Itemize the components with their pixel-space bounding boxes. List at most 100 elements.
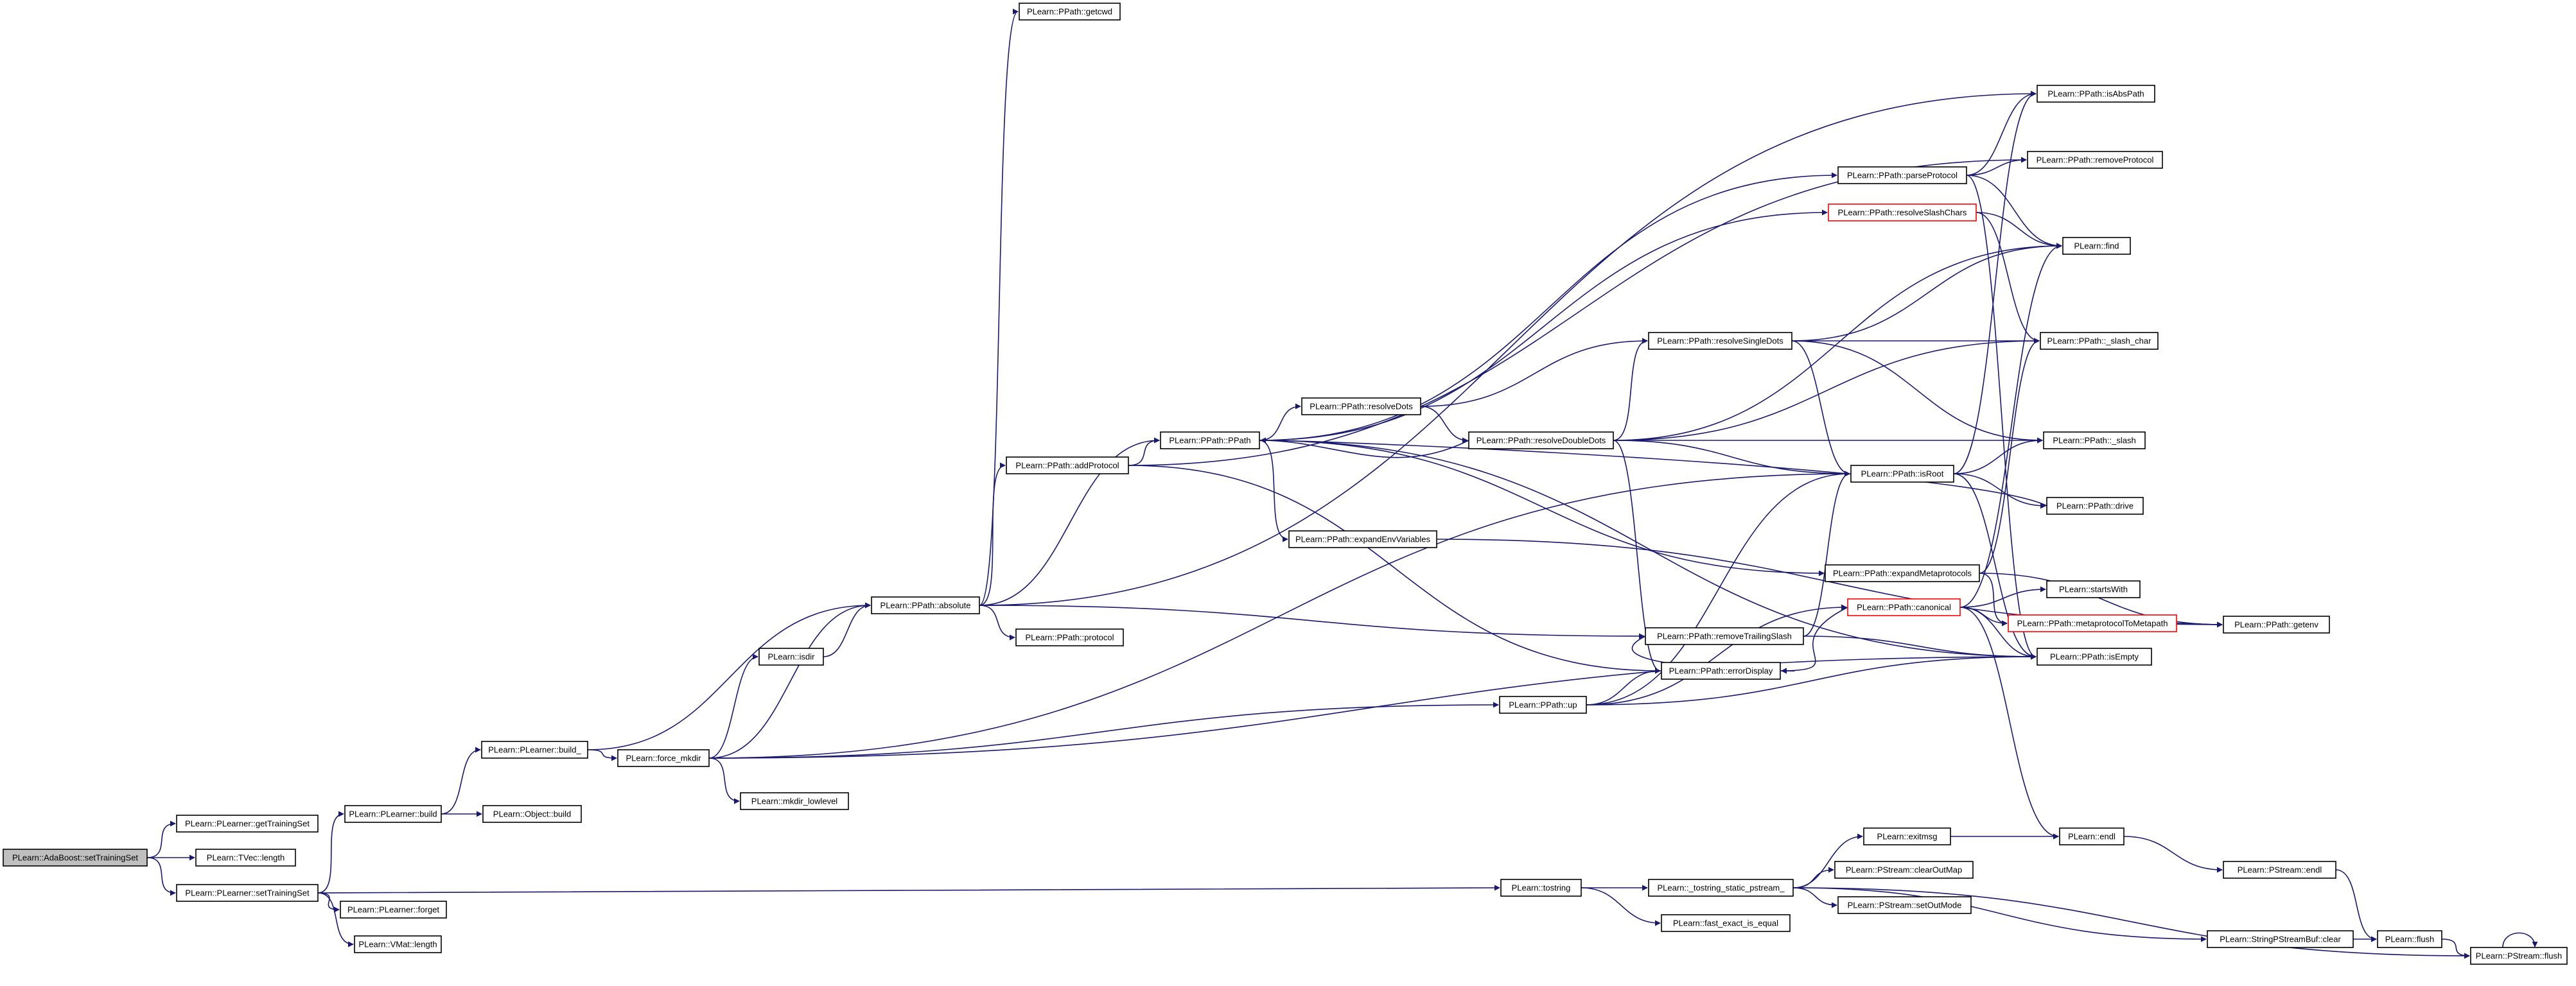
call-edge [2335, 869, 2377, 942]
call-edge [1128, 437, 1160, 466]
node-box [1837, 166, 1967, 184]
node-label: PLearn::VMat::length [358, 940, 437, 949]
node-label: PLearn::PPath::resolveSlashChars [1838, 208, 1967, 218]
node-ppath-addprotocol[interactable]: PLearn::PPath::addProtocol [1006, 456, 1129, 474]
node-ppath-resolveslashchars[interactable]: PLearn::PPath::resolveSlashChars [1828, 203, 1977, 221]
node-ppath-resolvedots[interactable]: PLearn::PPath::resolveDots [1301, 397, 1421, 415]
node-label: PLearn::PPath::parseProtocol [1847, 171, 1958, 180]
node-plearner-settrainingset[interactable]: PLearn::PLearner::setTrainingSet [176, 884, 319, 902]
node-startswith[interactable]: PLearn::startsWith [2046, 580, 2141, 598]
node-label: PLearn::fast_exact_is_equal [1673, 919, 1778, 928]
node-ppath-expandmetaprotocols[interactable]: PLearn::PPath::expandMetaprotocols [1825, 564, 1980, 582]
node-isdir[interactable]: PLearn::isdir [758, 648, 824, 666]
node-box [340, 901, 447, 919]
node-adaboost-settrainingset[interactable]: PLearn::AdaBoost::setTrainingSet [3, 849, 148, 867]
node-ppath-up[interactable]: PLearn::PPath::up [1499, 696, 1587, 714]
call-edge [1420, 338, 1648, 407]
node-plearner-build[interactable]: PLearn::PLearner::build [344, 805, 442, 823]
node-tostring[interactable]: PLearn::tostring [1500, 879, 1582, 897]
node-ppath-ppath[interactable]: PLearn::PPath::PPath [1160, 431, 1260, 449]
node-vmat-length[interactable]: PLearn::VMat::length [354, 935, 442, 953]
node-ppath-errordisplay[interactable]: PLearn::PPath::errorDisplay [1661, 662, 1781, 680]
node-label: PLearn::find [2074, 241, 2119, 251]
node-label: PLearn::flush [2385, 935, 2435, 944]
node-tostring-static-pstream[interactable]: PLearn::_tostring_static_pstream_ [1648, 879, 1794, 897]
node-pstream-flush[interactable]: PLearn::PStream::flush [2470, 947, 2568, 965]
call-edge [708, 471, 1850, 759]
node-ppath-slash-char[interactable]: PLearn::PPath::_slash_char [2040, 332, 2159, 350]
node-ppath-isabspath[interactable]: PLearn::PPath::isAbsPath [2037, 85, 2155, 103]
node-box [2027, 151, 2163, 169]
node-ppath-getenv[interactable]: PLearn::PPath::getenv [2223, 616, 2330, 634]
call-edge [1791, 340, 1850, 477]
node-plearner-build-[interactable]: PLearn::PLearner::build_ [481, 741, 588, 759]
node-ppath-expandenvvariables[interactable]: PLearn::PPath::expandEnvVariables [1288, 530, 1437, 548]
call-edge [1259, 440, 2037, 660]
node-ppath-removetrailingslash[interactable]: PLearn::PPath::removeTrailingSlash [1645, 627, 1804, 645]
call-edge [1953, 91, 2037, 474]
call-edge [1792, 887, 2470, 959]
call-edge [587, 602, 871, 750]
node-flush[interactable]: PLearn::flush [2377, 930, 2442, 948]
call-edge [1976, 212, 2040, 344]
node-pstream-setoutmode[interactable]: PLearn::PStream::setOutMode [1837, 896, 1972, 914]
node-ppath-canonical[interactable]: PLearn::PPath::canonical [1847, 598, 1961, 616]
node-plearner-forget[interactable]: PLearn::PLearner::forget [340, 901, 447, 919]
node-box [2046, 497, 2144, 515]
node-fast-exact-is-equal[interactable]: PLearn::fast_exact_is_equal [1661, 914, 1791, 932]
call-edge [317, 885, 1500, 894]
node-pstream-clearoutmap[interactable]: PLearn::PStream::clearOutMap [1834, 861, 1974, 879]
node-box [617, 749, 710, 767]
node-label: PLearn::PPath::_slash_char [2047, 336, 2152, 346]
node-box [740, 792, 849, 810]
call-edge [1260, 437, 1469, 458]
node-ppath-removeprotocol[interactable]: PLearn::PPath::removeProtocol [2027, 151, 2163, 169]
node-ppath-protocol[interactable]: PLearn::PPath::protocol [1015, 628, 1124, 646]
node-exitmsg[interactable]: PLearn::exitmsg [1863, 827, 1951, 845]
node-ppath-drive[interactable]: PLearn::PPath::drive [2046, 497, 2144, 515]
call-edge [1259, 440, 1825, 576]
node-tvec-length[interactable]: PLearn::TVec::length [195, 849, 296, 867]
node-ppath-slash[interactable]: PLearn::PPath::_slash [2043, 431, 2146, 449]
node-ppath-resolvesingledots[interactable]: PLearn::PPath::resolveSingleDots [1648, 332, 1792, 350]
call-edge [1259, 403, 1301, 441]
call-edge [1959, 243, 2062, 608]
node-label: PLearn::PStream::endl [2238, 865, 2322, 875]
node-object-build[interactable]: PLearn::Object::build [482, 805, 582, 823]
node-box [1019, 3, 1121, 21]
node-plearner-gettrainingset[interactable]: PLearn::PLearner::getTrainingSet [176, 815, 319, 833]
call-edge [1613, 338, 1648, 441]
node-mkdir-lowlevel[interactable]: PLearn::mkdir_lowlevel [740, 792, 849, 810]
call-edge [1586, 653, 2037, 705]
node-label: PLearn::tostring [1512, 883, 1571, 893]
node-find[interactable]: PLearn::find [2062, 237, 2131, 255]
call-edge [979, 91, 2037, 606]
node-label: PLearn::Object::build [493, 809, 571, 819]
node-ppath-isroot[interactable]: PLearn::PPath::isRoot [1850, 465, 1954, 483]
node-ppath-getcwd[interactable]: PLearn::PPath::getcwd [1019, 3, 1121, 21]
node-box [1160, 431, 1260, 449]
node-label: PLearn::PPath::removeTrailingSlash [1657, 632, 1792, 641]
node-box [1661, 662, 1781, 680]
call-edge [146, 820, 176, 858]
node-endl[interactable]: PLearn::endl [2059, 827, 2125, 845]
node-box [2377, 930, 2442, 948]
node-force-mkdir[interactable]: PLearn::force_mkdir [617, 749, 710, 767]
node-box [2037, 648, 2152, 666]
node-box [482, 805, 582, 823]
call-edge [708, 602, 871, 759]
node-box [1468, 431, 1614, 449]
node-label: PLearn::PStream::setOutMode [1848, 901, 1962, 910]
node-ppath-metaprotocoltometapath[interactable]: PLearn::PPath::metaprotocolToMetapath [2008, 614, 2177, 632]
node-ppath-parseprotocol[interactable]: PLearn::PPath::parseProtocol [1837, 166, 1967, 184]
node-ppath-absolute[interactable]: PLearn::PPath::absolute [871, 596, 980, 614]
node-ppath-resolvedoubledots[interactable]: PLearn::PPath::resolveDoubleDots [1468, 431, 1614, 449]
node-label: PLearn::PStream::flush [2476, 951, 2562, 961]
node-label: PLearn::PLearner::build_ [488, 745, 581, 755]
node-box [3, 849, 148, 867]
node-ppath-isempty[interactable]: PLearn::PPath::isEmpty [2037, 648, 2152, 666]
node-pstream-endl[interactable]: PLearn::PStream::endl [2223, 861, 2336, 879]
node-stringpstreambuf-clear[interactable]: PLearn::StringPStreamBuf::clear [2207, 930, 2354, 948]
node-box [1288, 530, 1437, 548]
node-layer: PLearn::AdaBoost::setTrainingSetPLearn::… [3, 3, 2568, 965]
